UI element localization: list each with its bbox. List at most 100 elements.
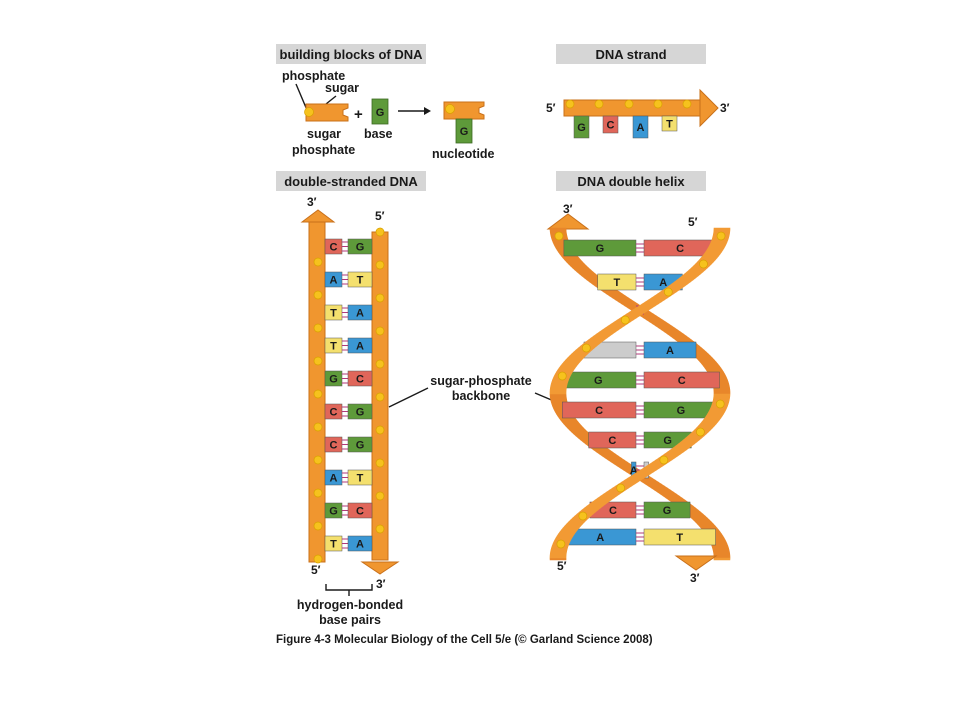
helix-right-base-9-box	[643, 528, 716, 546]
helix-bottom-3prime: 3′	[690, 571, 700, 585]
ladder-phosphate-left	[313, 488, 323, 498]
strand-base-3-letter: T	[666, 119, 673, 131]
strand-backbone	[563, 88, 719, 128]
helix-phosphate	[554, 231, 564, 241]
label-hbond-2: base pairs	[319, 613, 381, 627]
ladder-left-base-8-letter: G	[329, 506, 338, 518]
ladder-right-base-5-box	[347, 403, 373, 420]
helix-phosphate	[581, 343, 591, 353]
label-sugar-phosphate-1: sugar	[307, 127, 341, 141]
helix-phosphate	[659, 455, 669, 465]
ladder-left-base-9-letter: T	[330, 539, 337, 551]
helix-right-base-0-letter: C	[676, 243, 684, 255]
leader-backbone-ladder	[388, 387, 429, 408]
ladder-left-base-2-letter: T	[330, 308, 337, 320]
header-bg-building-blocks	[276, 44, 426, 64]
helix-left-base-9-letter: A	[596, 532, 604, 544]
helix-left-base-4-letter: G	[594, 375, 603, 387]
helix-rung-3: A	[583, 341, 697, 359]
ladder-phosphate-right	[375, 260, 385, 270]
ladder-right-base-0-letter: G	[356, 242, 365, 254]
ladder-left-base-5-letter: C	[330, 407, 338, 419]
label-phosphate: phosphate	[282, 69, 345, 83]
header-building-blocks: building blocks of DNA	[280, 47, 424, 62]
helix-right-base-8-letter: G	[663, 505, 672, 517]
ladder-phosphate-left	[313, 257, 323, 267]
helix-left-base-0-letter: G	[596, 243, 605, 255]
helix-phosphate	[557, 371, 567, 381]
helix-phosphate	[699, 259, 708, 269]
header-bg-double-stranded	[276, 171, 426, 191]
helix-phosphate	[616, 483, 626, 493]
ladder-right-base-5-letter: G	[356, 407, 365, 419]
ladder-phosphate-right	[375, 326, 385, 336]
ladder-phosphate-right	[375, 293, 385, 303]
ladder-phosphate-right	[375, 425, 385, 435]
free-base: G	[371, 98, 389, 125]
helix-left-base-8-letter: C	[609, 505, 617, 517]
ladder-right-base-7-box	[347, 469, 373, 486]
ladder-left-arrow	[300, 209, 336, 223]
label-backbone-1: sugar-phosphate	[430, 374, 531, 388]
nucleotide-unit: G	[443, 101, 485, 144]
helix-phosphate	[696, 427, 705, 437]
header-bg-double-helix	[556, 171, 706, 191]
figure-caption: Figure 4-3 Molecular Biology of the Cell…	[276, 634, 653, 646]
nucleotide-base-letter: G	[460, 126, 469, 138]
ladder-phosphate-left	[313, 422, 323, 432]
ladder-right-base-6-box	[347, 436, 373, 453]
ladder-right-base-9-letter: A	[356, 539, 364, 551]
ladder-phosphate-right	[375, 491, 385, 501]
sugar-phosphate-unit	[304, 103, 349, 122]
helix-right-base-6-letter: G	[663, 435, 672, 447]
leader-sugar	[325, 95, 337, 105]
strand-base-0-letter: G	[577, 122, 586, 134]
strand-5prime: 5′	[546, 101, 556, 115]
ladder-phosphate-left	[313, 554, 323, 564]
header-double-stranded: double-stranded DNA	[284, 174, 418, 189]
helix-knobs	[554, 231, 726, 549]
ladder-right-base-6-letter: G	[356, 440, 365, 452]
label-hbond-1: hydrogen-bonded	[297, 598, 403, 612]
ladder-right-base-2-box	[347, 304, 373, 321]
ladder-phosphate-left	[313, 356, 323, 366]
helix-top-5prime: 5′	[688, 215, 698, 229]
plus-sign: +	[354, 106, 363, 123]
ladder-right-base-3-box	[347, 337, 373, 354]
ladder-knobs	[313, 227, 385, 564]
ladder-right-base-8-box	[347, 502, 373, 519]
ladder-right-3prime: 3′	[376, 577, 386, 591]
ladder-phosphate-right	[375, 227, 385, 237]
ladder-left-5prime: 5′	[311, 563, 321, 577]
strand-base-3-box	[661, 115, 678, 132]
arrow-to-nucleotide	[398, 107, 431, 115]
ladder-left-base-6-letter: C	[330, 440, 338, 452]
ladder-right-base-7-letter: T	[357, 473, 364, 485]
ladder-left-base-1-letter: A	[330, 275, 338, 287]
base-pair-bracket	[325, 584, 373, 591]
ladder-phosphate-right	[375, 392, 385, 402]
helix-phosphate	[578, 511, 588, 521]
ladder-phosphate-right	[375, 458, 385, 468]
strand-base-1-letter: C	[607, 120, 615, 132]
ladder-left-base-3-letter: T	[330, 341, 337, 353]
ladder-right-base-3-letter: A	[356, 341, 364, 353]
ladder-right-base-8-letter: C	[356, 506, 364, 518]
label-sugar: sugar	[325, 81, 359, 95]
ladder-right-base-1-box	[347, 271, 373, 288]
ladder-right-base-1-letter: T	[357, 275, 364, 287]
